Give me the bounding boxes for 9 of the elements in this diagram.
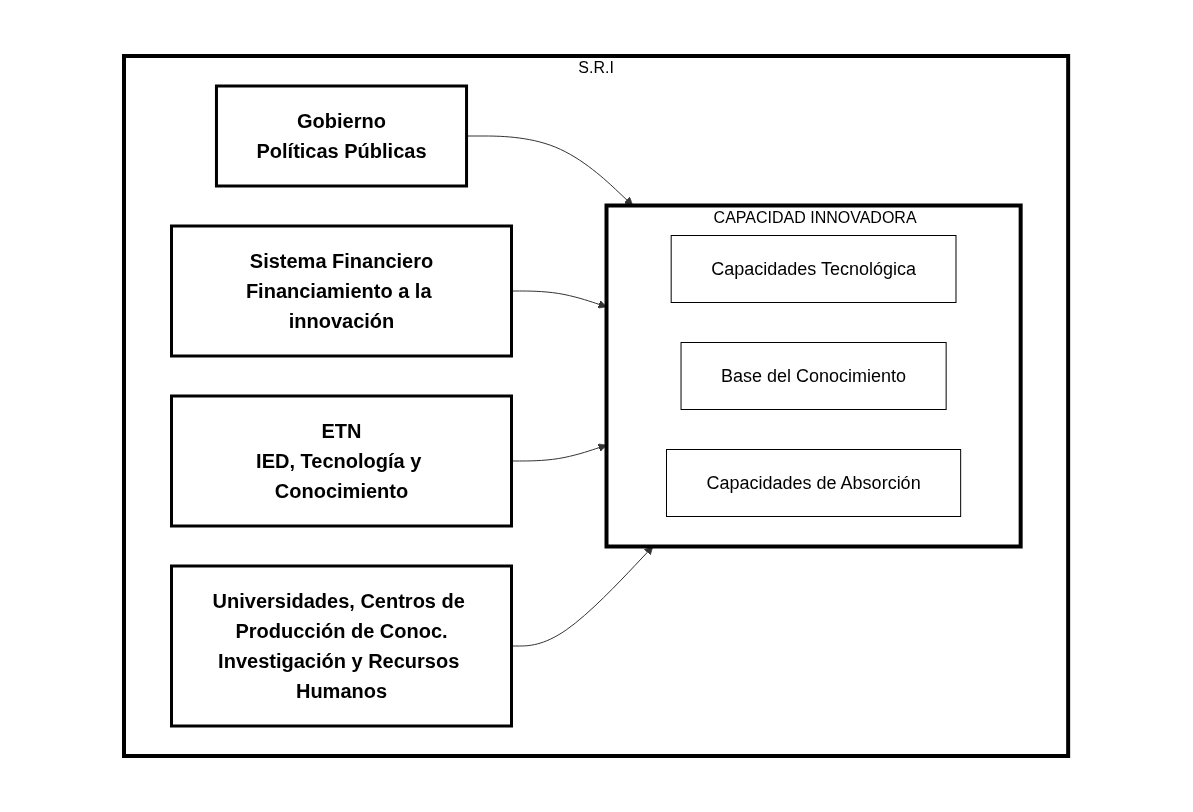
node-box: Base del Conocimiento: [680, 342, 948, 410]
node-box: Universidades, Centros de Producción de Conoc. Investigación y Recursos Humanos: [170, 564, 514, 728]
arrow: [466, 135, 634, 206]
arrow: [511, 546, 654, 647]
node-box: Capacidades Tecnológica: [671, 235, 957, 303]
node-box: Capacidades de Absorción: [666, 449, 962, 517]
node-box: ETN IED, Tecnología y Conocimiento: [170, 394, 514, 528]
node-box: Sistema Financiero Financiamiento a la innovación: [170, 224, 514, 358]
node-box: Gobierno Políticas Públicas: [215, 84, 469, 188]
